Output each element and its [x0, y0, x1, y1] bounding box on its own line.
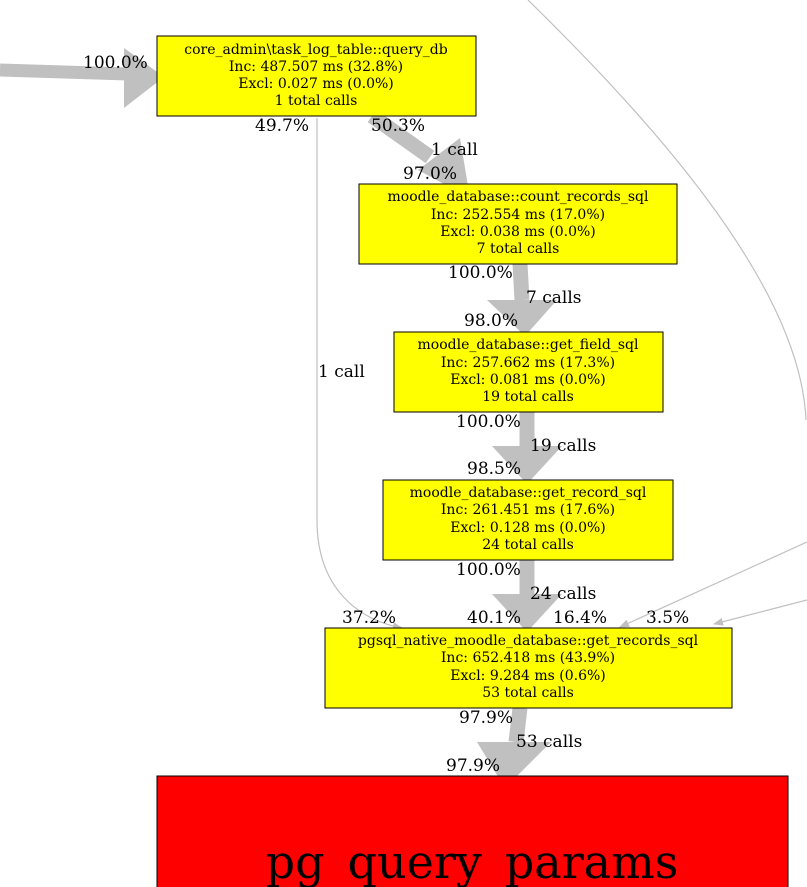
edge-offscreen-curve	[527, 0, 807, 421]
edge-label-percent: 100.0%	[448, 263, 513, 283]
node-exclusive: Excl: 0.081 ms (0.0%)	[450, 372, 606, 388]
node-name: pgsql_native_moodle_database::get_record…	[358, 633, 699, 649]
edge-label-calls: 24 calls	[530, 584, 596, 604]
node-name: moodle_database::count_records_sql	[388, 189, 650, 205]
edge-get-field-to-get-record	[492, 412, 562, 484]
node-calls: 1 total calls	[275, 93, 358, 109]
edge-get-record-to-get-records	[492, 560, 562, 632]
edge-label-calls: 7 calls	[526, 288, 581, 308]
edge-label-percent: 40.1%	[467, 608, 521, 628]
edge-count-records-to-get-field	[487, 263, 557, 336]
node-count-records-sql[interactable]: moodle_database::count_records_sql Inc: …	[358, 183, 678, 265]
node-name: moodle_database::get_field_sql	[418, 337, 639, 353]
node-inclusive: Inc: 261.451 ms (17.6%)	[441, 502, 615, 518]
edge-label-calls: 19 calls	[530, 436, 596, 456]
edge-label-percent: 97.0%	[403, 164, 457, 184]
node-calls: 19 total calls	[482, 389, 574, 405]
edge-label-percent: 98.5%	[467, 459, 521, 479]
edge-label-percent: 100.0%	[83, 53, 148, 73]
node-inclusive: Inc: 252.554 ms (17.0%)	[431, 207, 605, 223]
node-inclusive: Inc: 257.662 ms (17.3%)	[441, 355, 615, 371]
edge-incoming-query-db	[0, 48, 164, 108]
node-name: pg_query_params	[266, 835, 679, 887]
node-calls: 24 total calls	[482, 537, 574, 553]
node-calls: 7 total calls	[477, 241, 560, 257]
edge-label-percent: 100.0%	[456, 560, 521, 580]
edge-label-percent: 50.3%	[371, 116, 425, 136]
edge-get-records-to-pg-query	[477, 707, 551, 788]
edge-query-db-to-get-records-thin	[316, 118, 403, 631]
node-exclusive: Excl: 0.128 ms (0.0%)	[450, 520, 606, 536]
node-get-record-sql[interactable]: moodle_database::get_record_sql Inc: 261…	[382, 479, 674, 561]
node-exclusive: Excl: 0.027 ms (0.0%)	[238, 76, 394, 92]
edge-right-to-get-records-a	[619, 541, 807, 628]
node-calls: 53 total calls	[482, 685, 574, 701]
edge-label-percent: 49.7%	[255, 116, 309, 136]
edge-label-percent: 37.2%	[342, 608, 396, 628]
edge-right-to-get-records-b	[713, 599, 807, 626]
node-exclusive: Excl: 0.038 ms (0.0%)	[440, 224, 596, 240]
edge-label-percent: 100.0%	[456, 412, 521, 432]
edge-label-percent: 97.9%	[459, 708, 513, 728]
node-inclusive: Inc: 652.418 ms (43.9%)	[441, 650, 615, 666]
node-get-records-sql[interactable]: pgsql_native_moodle_database::get_record…	[324, 627, 733, 709]
node-name: moodle_database::get_record_sql	[410, 485, 647, 501]
node-query-db[interactable]: core_admin\task_log_table::query_db Inc:…	[156, 35, 477, 117]
edge-label-calls: 53 calls	[516, 732, 582, 752]
node-exclusive: Excl: 9.284 ms (0.6%)	[450, 668, 606, 684]
node-pg-query-params[interactable]: pg_query_params	[156, 775, 789, 887]
edge-label-percent: 97.9%	[446, 756, 500, 776]
node-get-field-sql[interactable]: moodle_database::get_field_sql Inc: 257.…	[393, 331, 664, 413]
edge-label-percent: 16.4%	[553, 608, 607, 628]
edge-label-percent: 98.0%	[464, 311, 518, 331]
edge-label-percent: 3.5%	[646, 608, 689, 628]
node-inclusive: Inc: 487.507 ms (32.8%)	[229, 59, 403, 75]
node-name: core_admin\task_log_table::query_db	[184, 42, 448, 58]
edge-label-calls: 1 call	[318, 362, 365, 382]
edge-query-db-to-count-records	[367, 109, 470, 198]
edge-label-calls: 1 call	[431, 140, 478, 160]
